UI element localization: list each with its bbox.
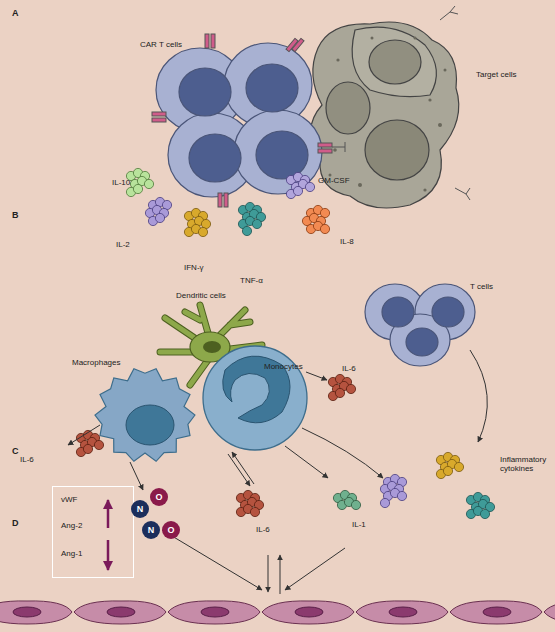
arrows (68, 350, 487, 594)
atom-symbol: N (131, 500, 149, 518)
endothelial-nucleus (13, 607, 41, 617)
endothelial-cell (450, 601, 542, 624)
endothelial-nucleus (483, 607, 511, 617)
cytokine-bead (305, 182, 314, 191)
endothelial-cell (356, 601, 448, 624)
cell-label: IL-1 (352, 520, 366, 529)
cytokine-bead (351, 500, 360, 509)
endothelial-nucleus (201, 607, 229, 617)
cytokine-bead (155, 213, 164, 222)
cytokine-bead (144, 179, 153, 188)
monocyte (203, 346, 307, 450)
cell-label: GM-CSF (318, 176, 350, 185)
cytokine-bead (250, 507, 259, 516)
cytokine-beads (76, 168, 494, 518)
cytokine-bead (335, 388, 344, 397)
cytokine-bead (480, 509, 489, 518)
cytokine-bead (133, 184, 142, 193)
target-cells (310, 22, 458, 208)
cell-label: Macrophages (72, 358, 120, 367)
cell-label: Dendritic cells (176, 291, 226, 300)
panel-letter: B (12, 210, 19, 220)
panel-letter: D (12, 518, 19, 528)
marker-label: vWF (61, 495, 77, 504)
cytokine-bead (94, 440, 103, 449)
cytokine-bead (320, 224, 329, 233)
endothelial-nucleus (295, 607, 323, 617)
cell-label: T cells (470, 282, 493, 291)
oxygen-atom: O (162, 521, 180, 539)
cell-label: Monocytes (264, 362, 303, 371)
panel-letter: C (12, 446, 19, 456)
cell-label: IL-10 (112, 178, 130, 187)
cell-label: IL-6 (256, 525, 270, 534)
level-arrows (107, 500, 110, 570)
cytokine-bead (198, 227, 207, 236)
cytokine-bead (252, 219, 261, 228)
cell-label: CAR T cells (140, 40, 182, 49)
macrophage (95, 369, 195, 462)
endothelial-nucleus (107, 607, 135, 617)
oxygen-atom: O (150, 488, 168, 506)
cytokine-bead (397, 491, 406, 500)
cell-label: IL-6 (342, 364, 356, 373)
endothelial-cell (544, 601, 555, 624)
cell-label: IL-8 (340, 237, 354, 246)
cell-label: IL-2 (116, 240, 130, 249)
cytokine-bead (242, 226, 251, 235)
nitrogen-atom: N (142, 521, 160, 539)
cytokine-bead (443, 466, 452, 475)
endothelial-cell (0, 601, 72, 624)
atom-symbol: O (162, 521, 180, 539)
endothelial-cell (262, 601, 354, 624)
cell-label: IL-6 (20, 455, 34, 464)
cytokine-bead (346, 384, 355, 393)
marker-box: vWF Ang-2Ang-1 (52, 486, 134, 578)
endothelial-nucleus (389, 607, 417, 617)
nitrogen-atom: N (131, 500, 149, 518)
cell-label: IFN-γ (184, 263, 204, 272)
macrophage-nucleus (126, 405, 174, 445)
cytokine-bead (83, 444, 92, 453)
marker-label: Ang-1 (61, 549, 82, 558)
cytokine-bead (454, 462, 463, 471)
cytokine-bead (380, 498, 389, 507)
endothelium (0, 601, 555, 624)
cell-label: Target cells (476, 70, 516, 79)
marker-label: Ang-2 (61, 521, 82, 530)
panel-letter: A (12, 8, 19, 18)
cell-label: Inflammatory cytokines (500, 455, 550, 473)
atom-symbol: O (150, 488, 168, 506)
cell-label: TNF-α (240, 276, 263, 285)
cytokine-bead (293, 186, 302, 195)
endothelial-cell (168, 601, 260, 624)
macrophage-body (95, 369, 195, 462)
car-receptors (152, 6, 470, 207)
endothelial-cell (74, 601, 166, 624)
atom-symbol: N (142, 521, 160, 539)
t-cells (365, 284, 475, 366)
car-t-cells (156, 43, 322, 197)
